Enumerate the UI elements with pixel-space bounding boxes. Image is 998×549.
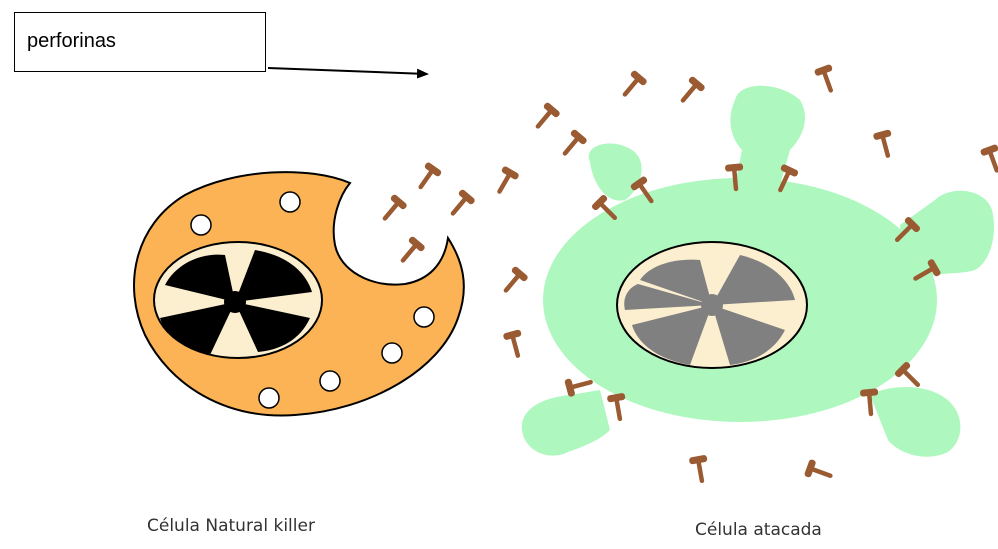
perforin-tack [499, 265, 529, 296]
perforin-tack [558, 128, 588, 159]
granule [320, 371, 340, 391]
nk-cell [134, 172, 464, 415]
perforin-tack [873, 129, 897, 158]
callout-label: perforinas [27, 30, 116, 52]
perforin-tack [531, 101, 561, 132]
perforin-tack [804, 459, 834, 484]
perforin-tack [689, 455, 711, 483]
attacked-cell-bleb [522, 390, 610, 456]
granule [191, 215, 211, 235]
attacked-cell [522, 86, 994, 457]
nk-cell-caption: Célula Natural killer [147, 516, 315, 536]
granule [259, 388, 279, 408]
perforin-tack [446, 188, 476, 219]
granule [382, 343, 402, 363]
granule [280, 192, 300, 212]
perforin-tack [503, 329, 527, 358]
callout-box: perforinas [14, 12, 266, 72]
attacked-cell-bleb [589, 144, 642, 201]
attacked-cell-bleb [870, 387, 960, 457]
perforin-tack [378, 193, 408, 224]
granule [414, 307, 434, 327]
attacked-cell-caption: Célula atacada [695, 520, 822, 540]
perforin-tack [618, 69, 648, 100]
perforin-tack [492, 165, 520, 196]
perforin-tack [413, 161, 442, 192]
perforin-tack [980, 144, 998, 174]
perforin-tack [396, 235, 426, 266]
perforin-tack [676, 75, 706, 106]
callout-arrow [268, 68, 427, 74]
perforin-tack [814, 64, 839, 94]
